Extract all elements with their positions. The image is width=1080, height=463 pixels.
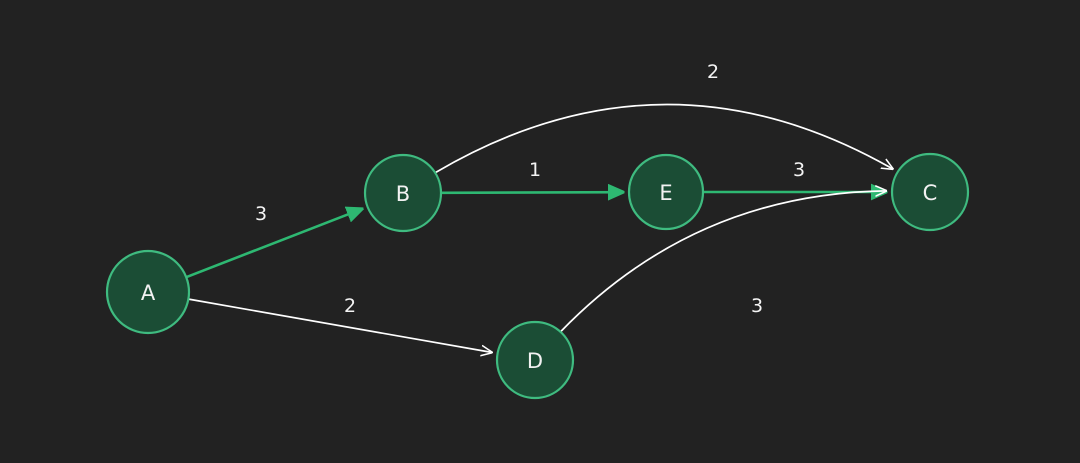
edge-weight-d-c: 3	[751, 295, 763, 317]
edge-b-to-e[interactable]	[440, 192, 623, 193]
node-c[interactable]: C	[890, 152, 970, 232]
node-circle-a[interactable]	[105, 249, 191, 335]
node-circle-b[interactable]	[363, 153, 443, 233]
edge-layer	[185, 103, 893, 352]
node-b[interactable]: B	[363, 153, 443, 233]
edge-weight-e-c: 3	[793, 159, 805, 181]
node-d[interactable]: D	[495, 320, 575, 400]
edge-label-layer: 3 1 3 2 2 3	[255, 61, 805, 317]
edge-a-to-b[interactable]	[185, 209, 362, 279]
node-a[interactable]: A	[105, 249, 191, 335]
node-circle-d[interactable]	[495, 320, 575, 400]
edge-weight-a-d: 2	[344, 295, 356, 317]
node-circle-e[interactable]	[627, 153, 705, 231]
edge-b-to-c[interactable]	[435, 103, 893, 174]
edge-d-to-c[interactable]	[560, 191, 886, 332]
node-e[interactable]: E	[627, 153, 705, 231]
edge-a-to-d[interactable]	[188, 298, 491, 352]
edge-weight-b-e: 1	[529, 159, 541, 181]
edge-weight-b-c: 2	[707, 61, 719, 83]
edge-weight-a-b: 3	[255, 203, 267, 225]
node-circle-c[interactable]	[890, 152, 970, 232]
